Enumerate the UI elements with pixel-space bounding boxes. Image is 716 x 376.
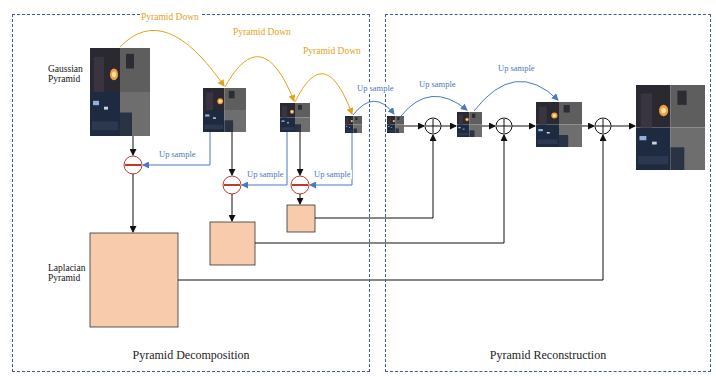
- operation-label: Up sample: [356, 84, 395, 93]
- operation-label: Pyramid Down: [232, 27, 292, 37]
- operation-label: Pyramid Down: [140, 12, 200, 22]
- row-label: Gaussian Pyramid: [48, 64, 90, 85]
- region-title: Pyramid Decomposition: [133, 348, 250, 363]
- operation-label: Pyramid Down: [302, 46, 362, 56]
- operation-label: Up sample: [418, 80, 457, 89]
- operation-label: Up sample: [158, 150, 197, 159]
- region-box: Pyramid Reconstruction: [385, 14, 711, 372]
- region-title: Pyramid Reconstruction: [490, 348, 606, 363]
- operation-label: Up sample: [313, 170, 352, 179]
- operation-label: Up sample: [497, 64, 536, 73]
- row-label: Laplacian Pyramid: [48, 263, 90, 284]
- operation-label: Up sample: [246, 170, 285, 179]
